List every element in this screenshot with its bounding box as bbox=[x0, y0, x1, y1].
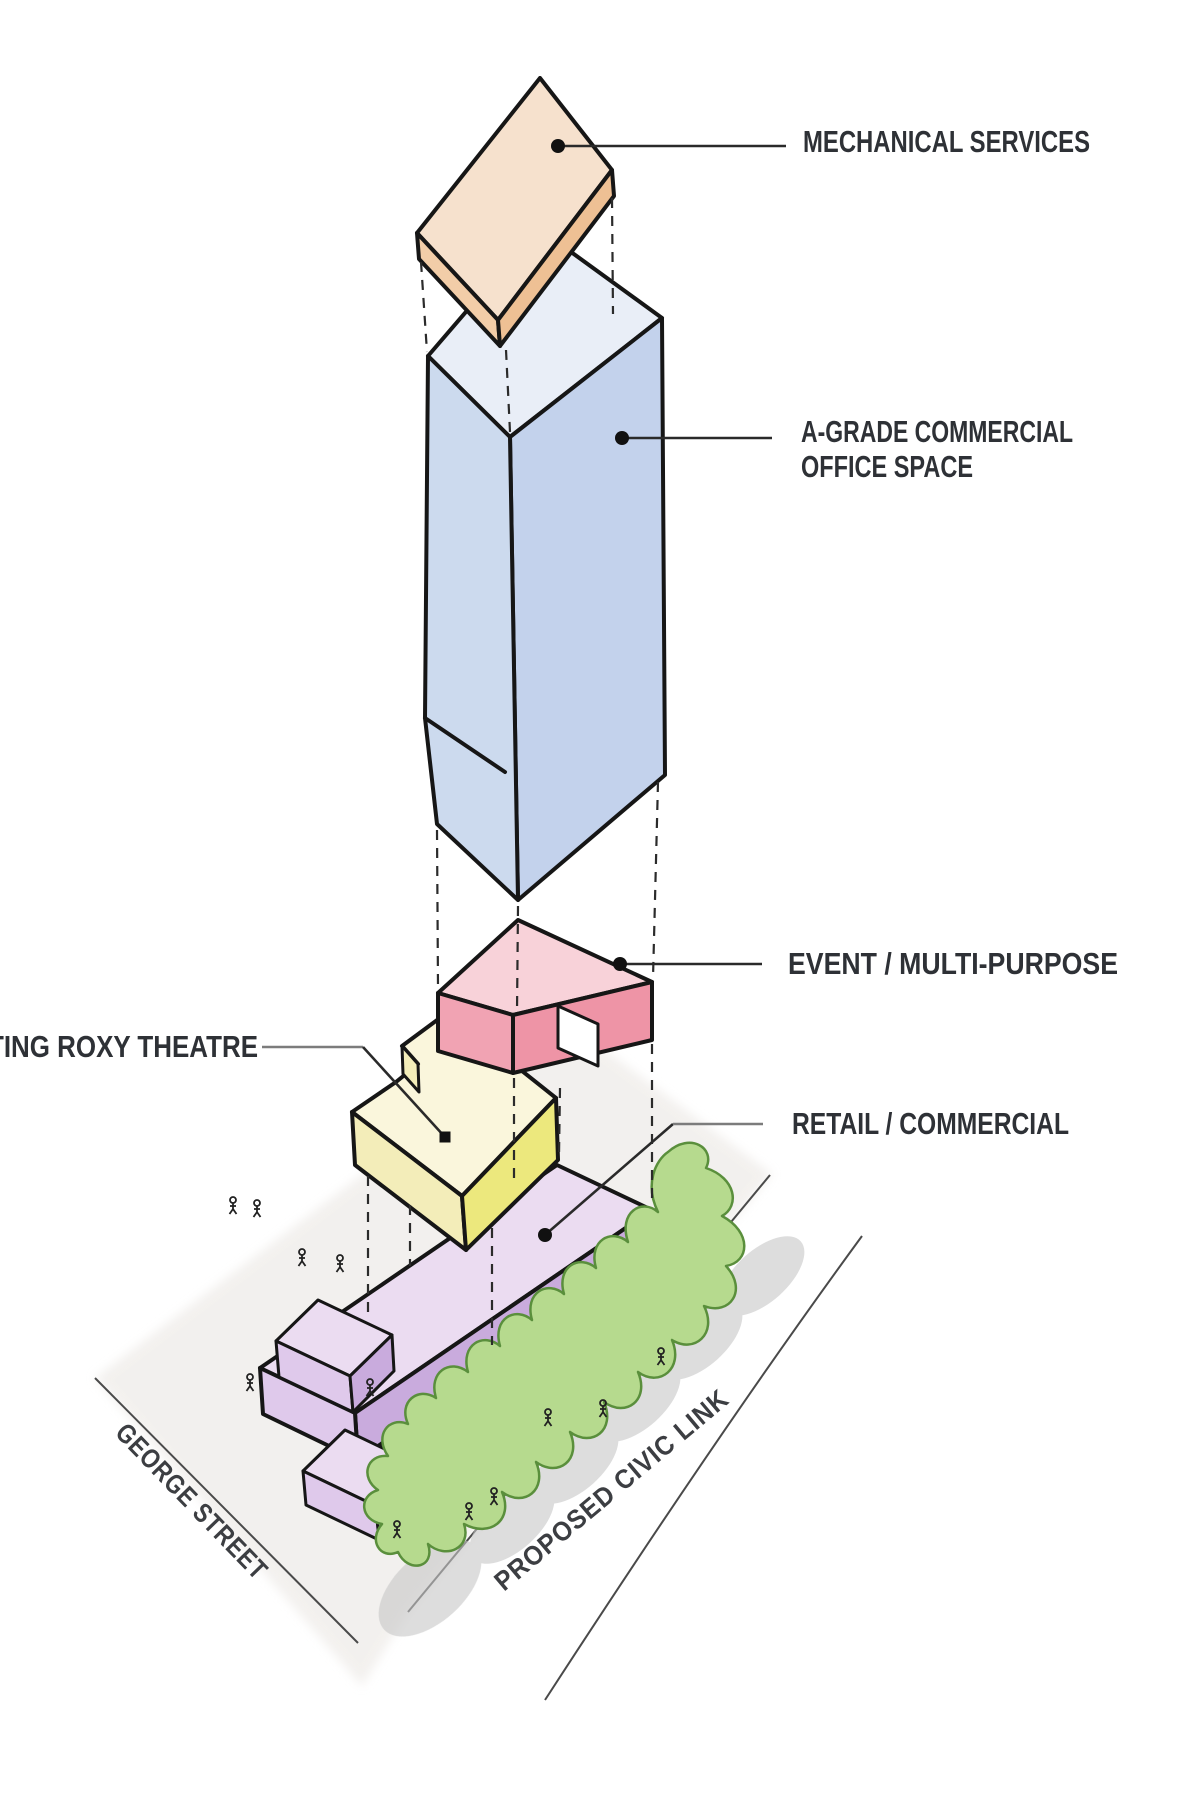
theatre-step-wall bbox=[400, 1044, 421, 1094]
mechanical-right-face bbox=[496, 168, 616, 348]
office-left-face bbox=[423, 354, 520, 902]
office-tower-box bbox=[423, 226, 667, 902]
label-event: EVENT / MULTI-PURPOSE bbox=[788, 946, 1118, 981]
office-facade-crease bbox=[423, 716, 507, 774]
event-box bbox=[436, 918, 654, 1075]
label-office-line2: OFFICE SPACE bbox=[801, 449, 973, 484]
civic-link-edge-line-front bbox=[544, 1235, 863, 1701]
annotation-event: EVENT / MULTI-PURPOSE bbox=[613, 946, 1118, 981]
label-mechanical-services: MECHANICAL SERVICES bbox=[803, 124, 1090, 159]
annotation-retail: RETAIL / COMMERCIAL bbox=[538, 1106, 1069, 1242]
mechanical-box bbox=[415, 76, 616, 348]
annotation-office: A-GRADE COMMERCIAL OFFICE SPACE bbox=[615, 414, 1073, 484]
event-notch-cutout bbox=[556, 1004, 600, 1068]
tree-shadows bbox=[378, 1236, 805, 1637]
retail-annex-box-1 bbox=[274, 1298, 396, 1414]
label-theatre: TING ROXY THEATRE bbox=[0, 1029, 258, 1064]
george-street-edge-line bbox=[94, 1377, 359, 1644]
leader-dot-event bbox=[613, 957, 627, 971]
theatre-right-face bbox=[460, 1096, 560, 1252]
leader-dot-office bbox=[615, 431, 629, 445]
leader-dot-mechanical bbox=[551, 139, 565, 153]
leader-dot-retail bbox=[538, 1228, 552, 1242]
leader-dot-theatre bbox=[439, 1131, 451, 1143]
annotation-mechanical: MECHANICAL SERVICES bbox=[551, 124, 1090, 159]
label-office-line1: A-GRADE COMMERCIAL bbox=[801, 414, 1073, 449]
tree-canopy-band bbox=[362, 1141, 746, 1567]
annotation-theatre: TING ROXY THEATRE bbox=[0, 1029, 451, 1143]
projection-dashed-lines bbox=[366, 197, 660, 1345]
label-retail: RETAIL / COMMERCIAL bbox=[792, 1106, 1069, 1141]
